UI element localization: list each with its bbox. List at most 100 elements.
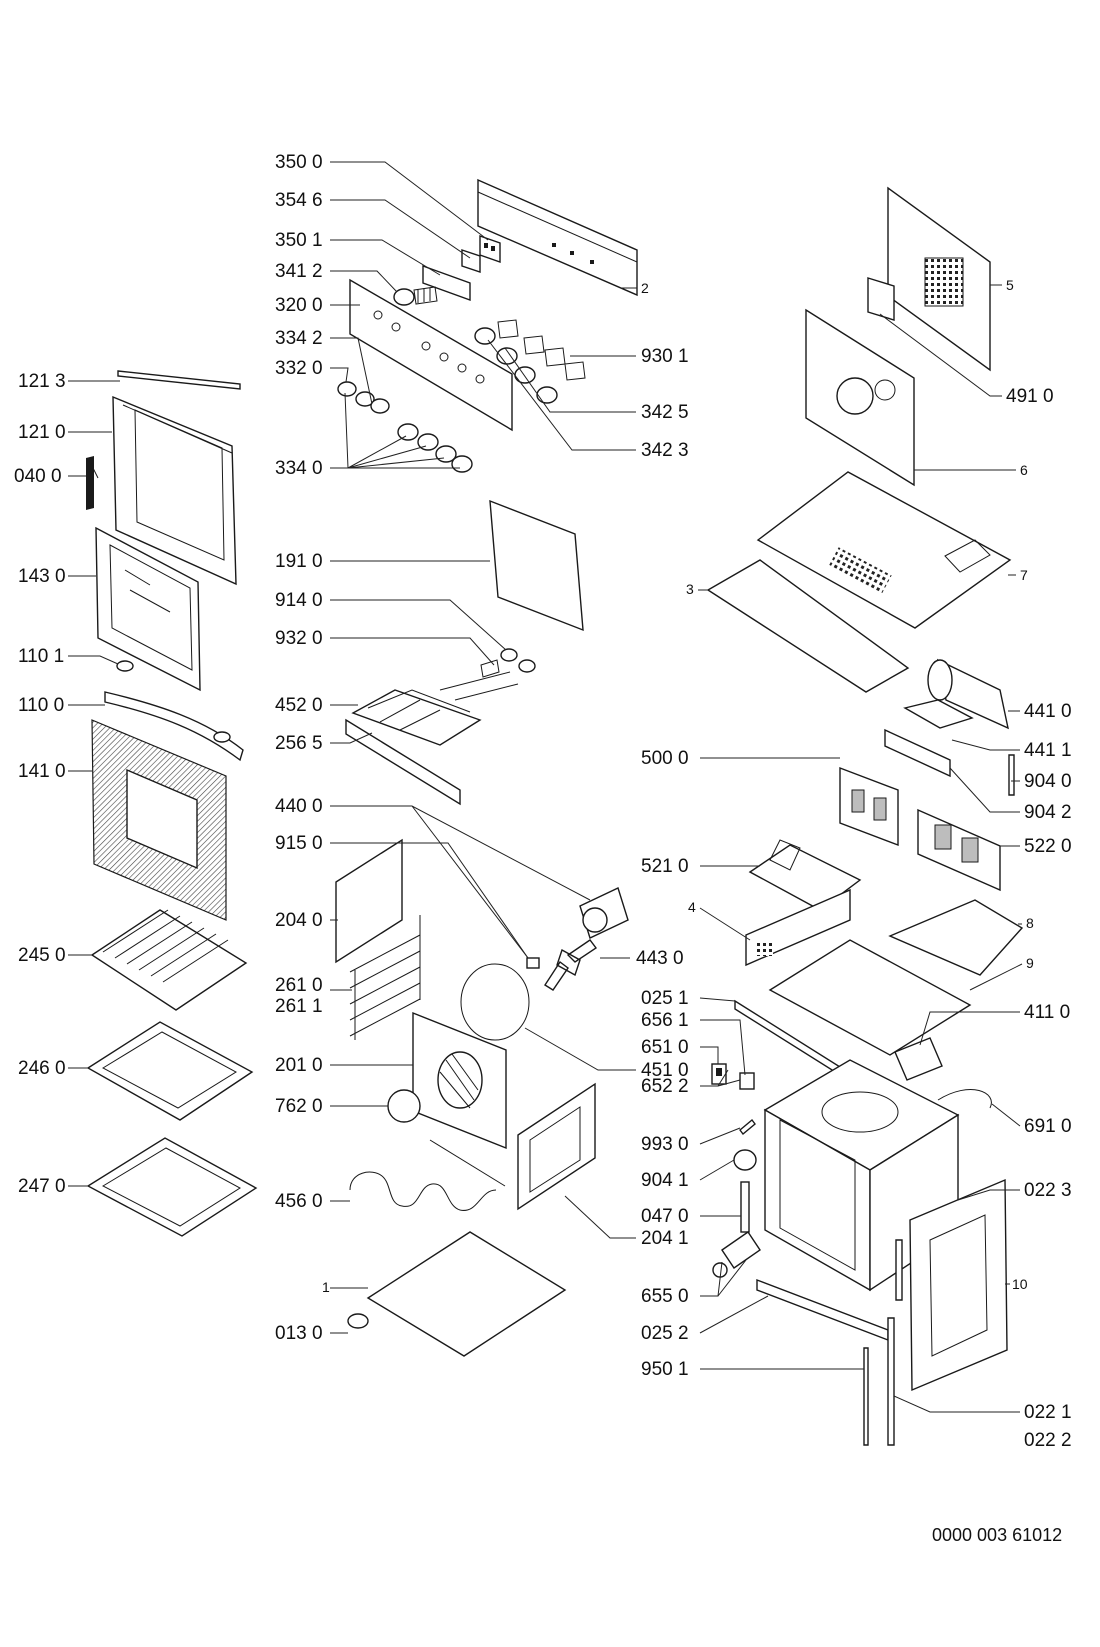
part-191-0-door-seal (489, 499, 584, 632)
label-500-0: 500 0 (641, 748, 689, 769)
label-350-0: 350 0 (275, 152, 323, 173)
part-245-0-wire-shelf (90, 909, 248, 1011)
label-110-1: 110 1 (18, 646, 64, 667)
label-013-0: 013 0 (275, 1323, 323, 1344)
label-6: 6 (1020, 462, 1028, 478)
label-522-0: 522 0 (1024, 836, 1072, 857)
part-247-0-drip-pan (86, 1137, 258, 1237)
label-10: 10 (1012, 1276, 1028, 1292)
part-6-rear-panel (805, 308, 915, 487)
label-143-0: 143 0 (18, 566, 66, 587)
part-521-0-switch-holder (748, 839, 862, 911)
label-350-1: 350 1 (275, 230, 323, 251)
label-904-0: 904 0 (1024, 771, 1072, 792)
part-110-1-door-clip (116, 660, 134, 672)
part-121-0-outer-door-frame (112, 395, 237, 586)
part-904-0-sensor (1008, 754, 1015, 796)
label-334-0: 334 0 (275, 458, 323, 479)
label-247-0: 247 0 (18, 1176, 66, 1197)
label-022-1: 022 1 (1024, 1402, 1072, 1423)
part-915-0-fan-nut (526, 957, 540, 969)
part-452-0-grill-heater (351, 671, 519, 746)
label-342-5: 342 5 (641, 402, 689, 423)
label-656-1: 656 1 (641, 1010, 689, 1031)
label-491-0: 491 0 (1006, 386, 1054, 407)
part-7-top-cover (756, 471, 1012, 629)
part-261-shelf-runners (349, 915, 421, 1040)
label-110-0: 110 0 (18, 695, 64, 716)
label-4: 4 (688, 899, 696, 915)
part-904-2-plate (884, 728, 951, 778)
leader-lines (68, 161, 1023, 1413)
part-491-0-transformer (867, 277, 895, 321)
part-350-0-control-board (479, 235, 501, 263)
label-904-1: 904 1 (641, 1170, 689, 1191)
label-261-1: 261 1 (275, 996, 323, 1017)
label-191-0: 191 0 (275, 551, 323, 572)
part-441-0-tangential-fan (927, 658, 1009, 730)
part-334-0-knobs (397, 423, 473, 473)
label-762-0: 762 0 (275, 1096, 323, 1117)
label-354-6: 354 6 (275, 190, 323, 211)
part-914-0-nut (500, 648, 518, 662)
label-521-0: 521 0 (641, 856, 689, 877)
part-904-1-sensor-cap (733, 1149, 757, 1171)
label-652-2: 652 2 (641, 1076, 689, 1097)
label-904-2: 904 2 (1024, 802, 1072, 823)
label-456-0: 456 0 (275, 1191, 323, 1212)
part-9-base-plate (768, 939, 972, 1056)
label-440-0: 440 0 (275, 796, 323, 817)
part-500-0-selector-switch (839, 766, 899, 847)
part-443-0-fan-motor (579, 887, 629, 939)
label-245-0: 245 0 (18, 945, 66, 966)
part-655-0-door-switch (712, 1231, 761, 1278)
label-691-0: 691 0 (1024, 1116, 1072, 1137)
part-332-0-knob-small (337, 381, 390, 414)
part-256-5-heater-cover (345, 718, 461, 806)
part-651-0-lamp-socket (711, 1063, 727, 1085)
part-fan-blade (544, 939, 598, 991)
part-1-bottom-cover-plate (366, 1231, 567, 1357)
label-1: 1 (322, 1279, 330, 1295)
label-141-0: 141 0 (18, 761, 66, 782)
label-441-1: 441 1 (1024, 740, 1072, 761)
part-451-0-fan-heater-ring (460, 963, 530, 1041)
part-3-top-insulation-plate (706, 559, 910, 693)
label-651-0: 651 0 (641, 1037, 689, 1058)
part-8-side-cover-plate (888, 899, 1024, 976)
label-993-0: 993 0 (641, 1134, 689, 1155)
label-950-1: 950 1 (641, 1359, 689, 1380)
label-441-0: 441 0 (1024, 701, 1072, 722)
label-047-0: 047 0 (641, 1206, 689, 1227)
label-452-0: 452 0 (275, 695, 323, 716)
label-3: 3 (686, 581, 694, 597)
label-5: 5 (1006, 277, 1014, 293)
part-204-0-side-rail-left (335, 838, 403, 964)
part-204-1-side-rail-right (517, 1082, 596, 1211)
label-932-0: 932 0 (275, 628, 323, 649)
label-342-3: 342 3 (641, 440, 689, 461)
part-350-1-display-frame (422, 265, 471, 301)
part-950-1-seal-strip (863, 1347, 869, 1446)
label-320-0: 320 0 (275, 295, 323, 316)
label-930-1: 930 1 (641, 346, 689, 367)
footer-document-code: 0000 003 61012 (932, 1525, 1062, 1545)
part-456-0-bottom-heater (349, 1139, 506, 1211)
label-204-0: 204 0 (275, 910, 323, 931)
label-334-2: 334 2 (275, 328, 323, 349)
part-762-0-lamp-cover (387, 1089, 421, 1123)
label-915-0: 915 0 (275, 833, 323, 854)
part-522-0-thermostat (917, 808, 1001, 892)
part-411-0-transformer (894, 1037, 943, 1081)
label-022-3: 022 3 (1024, 1180, 1072, 1201)
part-10-front-frame (909, 1178, 1008, 1392)
part-5-rear-cover (887, 186, 991, 372)
label-443-0: 443 0 (636, 948, 684, 969)
part-993-0-screw (739, 1118, 756, 1136)
part-320-0-control-panel-fascia (349, 278, 513, 432)
label-025-1: 025 1 (641, 988, 689, 1009)
label-9: 9 (1026, 955, 1034, 971)
label-451-0: 451 0 (641, 1060, 689, 1081)
part-201-0-rear-cavity-panel (412, 1011, 507, 1150)
